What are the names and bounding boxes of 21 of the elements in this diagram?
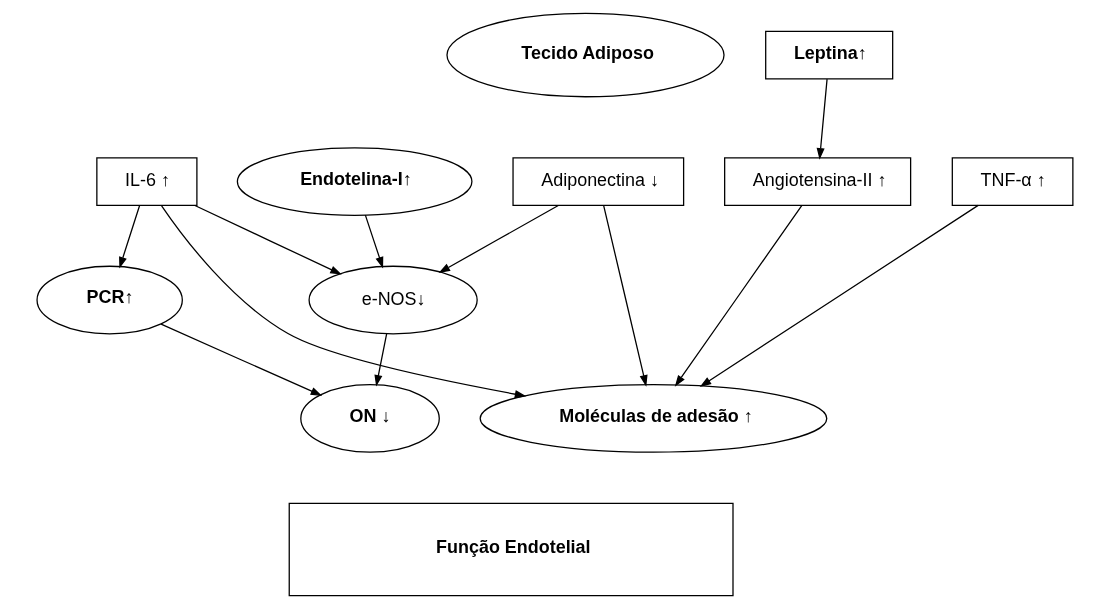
node-box: IL-6 ↑ bbox=[95, 157, 198, 206]
node-ellipse: Tecido Adiposo bbox=[445, 12, 725, 98]
arrow bbox=[193, 204, 342, 275]
arrow bbox=[602, 204, 648, 387]
arrow bbox=[364, 214, 383, 269]
node-ellipse: PCR↑ bbox=[35, 265, 183, 335]
node-box: TNF-α ↑ bbox=[951, 157, 1073, 206]
arrow bbox=[816, 78, 828, 160]
arrow bbox=[159, 323, 322, 396]
arrow bbox=[699, 204, 979, 387]
arrow bbox=[118, 205, 140, 269]
arrow bbox=[160, 205, 526, 399]
node-box: Angiotensina-II ↑ bbox=[723, 157, 911, 206]
node-ellipse: Moléculas de adesão ↑ bbox=[479, 384, 827, 453]
node-box: Adiponectina ↓ bbox=[511, 157, 684, 206]
node-box: Leptina↑ bbox=[764, 30, 893, 80]
node-ellipse: Endotelina-I↑ bbox=[236, 147, 473, 216]
arrow bbox=[674, 204, 803, 387]
arrow bbox=[373, 332, 387, 387]
arrow bbox=[438, 204, 559, 274]
node-box: Função Endotelial bbox=[288, 502, 734, 597]
